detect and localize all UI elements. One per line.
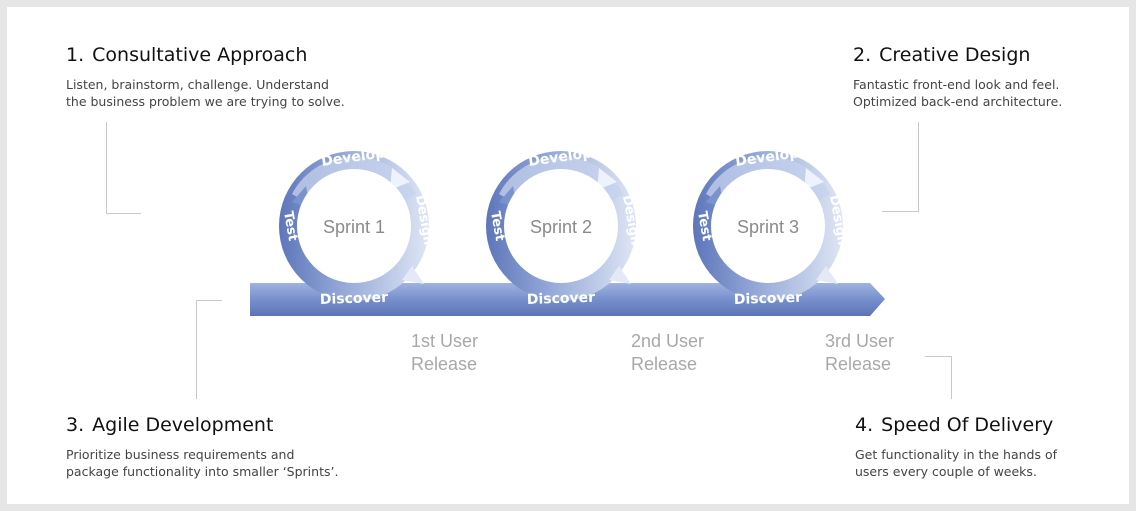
step-speed-of-delivery: 4. Speed Of Delivery Get functionality in… <box>855 414 1057 480</box>
release-label-line2: Release <box>411 354 477 374</box>
step-agile-development: 3. Agile Development Prioritize business … <box>66 414 338 480</box>
sprint-label: Sprint 2 <box>530 217 592 237</box>
discover-label: Discover <box>527 290 596 308</box>
ring-segment <box>292 156 416 201</box>
step-description-line: users every couple of weeks. <box>855 464 1037 479</box>
connector-bracket-1 <box>106 122 141 214</box>
step-description-line: package functionality into smaller ‘Spri… <box>66 464 339 479</box>
discover-label: Discover <box>734 290 803 308</box>
ring-segment <box>499 156 623 201</box>
connector-bracket-4 <box>925 356 952 399</box>
test-label: Test <box>694 210 714 242</box>
release-label-line1: 3rd User <box>825 331 894 351</box>
step-number: 2. <box>853 44 872 66</box>
step-description-line: Listen, brainstorm, challenge. Understan… <box>66 77 329 92</box>
step-title: 1. Consultative Approach <box>66 44 345 66</box>
step-title-text: Agile Development <box>92 414 274 436</box>
release-label-line2: Release <box>825 354 891 374</box>
discover-label: Discover <box>320 290 389 308</box>
connector-bracket-3 <box>196 300 222 399</box>
ring-arrowhead <box>390 168 410 190</box>
sprint-label: Sprint 1 <box>323 217 385 237</box>
ring-segment <box>706 156 830 201</box>
step-title-text: Speed Of Delivery <box>881 414 1054 436</box>
ring-arrowhead <box>402 266 424 284</box>
release-label-line1: 1st User <box>411 331 478 351</box>
release-label-line2: Release <box>631 354 697 374</box>
connector-bracket-2 <box>882 122 919 212</box>
ring-arrowhead <box>816 266 838 284</box>
step-creative-design: 2. Creative Design Fantastic front-end lo… <box>853 44 1062 110</box>
release-label-line1: 2nd User <box>631 331 704 351</box>
sprint-ring-center <box>297 169 411 283</box>
ring-arrowhead <box>804 168 824 190</box>
step-description-line: Prioritize business requirements and <box>66 447 295 462</box>
step-description-line: Fantastic front-end look and feel. <box>853 77 1060 92</box>
step-description-line: Optimized back-end architecture. <box>853 94 1063 109</box>
sprint-label: Sprint 3 <box>737 217 799 237</box>
ring-arrowhead <box>597 168 617 190</box>
step-consultative-approach: 1. Consultative Approach Listen, brainsto… <box>66 44 345 110</box>
test-label: Test <box>487 210 507 242</box>
step-number: 1. <box>66 44 85 66</box>
ring-arrowhead <box>609 266 631 284</box>
step-title-text: Consultative Approach <box>92 44 308 66</box>
step-number: 3. <box>66 414 85 436</box>
step-title: 4. Speed Of Delivery <box>855 414 1057 436</box>
step-title-text: Creative Design <box>879 44 1031 66</box>
step-description-line: Get functionality in the hands of <box>855 447 1058 462</box>
sprint-ring-center <box>711 169 825 283</box>
step-number: 4. <box>855 414 874 436</box>
sprint-ring-center <box>504 169 618 283</box>
step-description-line: the business problem we are trying to so… <box>66 94 345 109</box>
test-label: Test <box>280 210 300 242</box>
step-title: 3. Agile Development <box>66 414 338 436</box>
step-title: 2. Creative Design <box>853 44 1062 66</box>
